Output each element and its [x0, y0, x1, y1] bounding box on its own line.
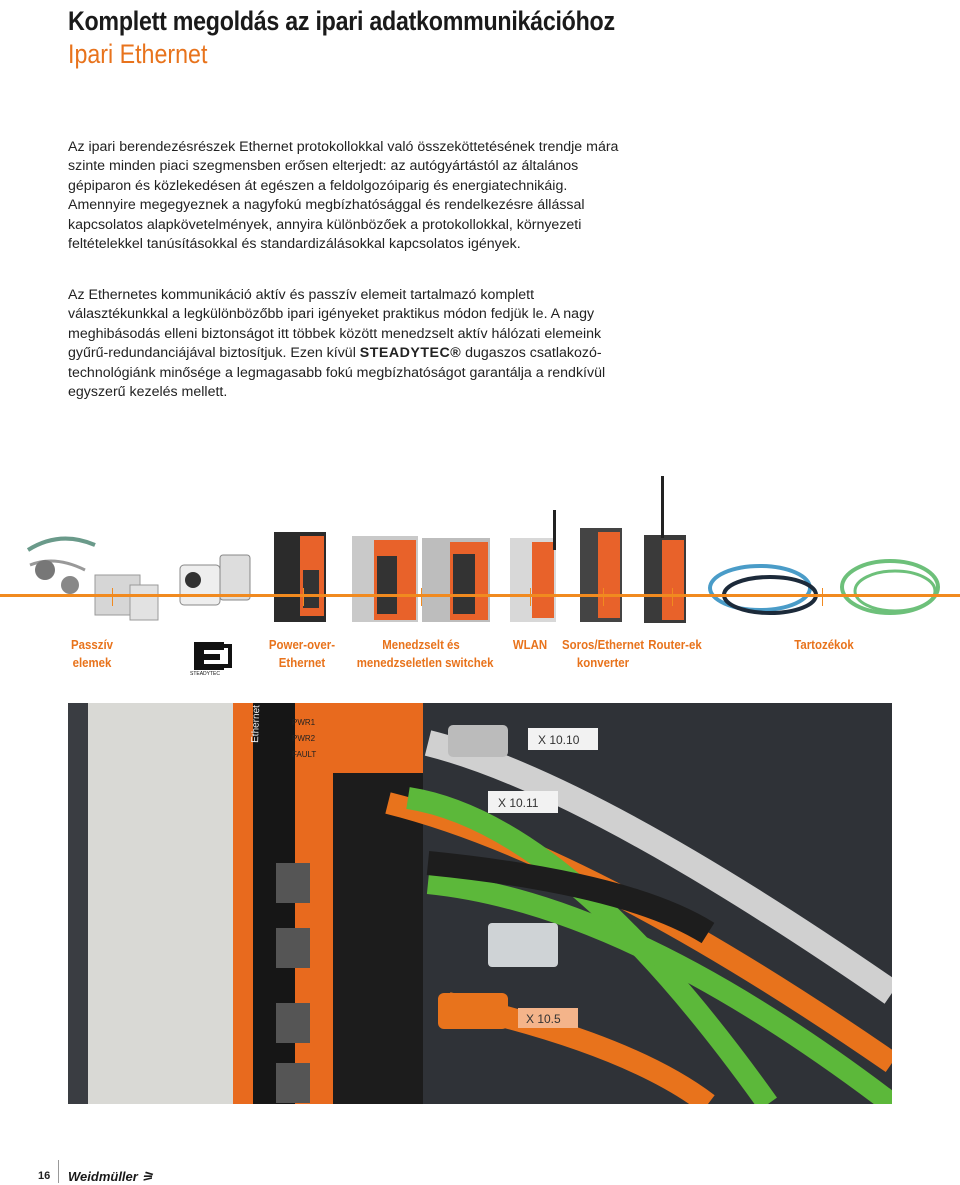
- category-label: Tartozékok: [794, 637, 854, 652]
- category-poe: Power-over- Ethernet: [267, 636, 337, 672]
- photo-label-3: X 10.5: [526, 1012, 561, 1026]
- second-paragraph: Az Ethernetes kommunikáció aktív és pass…: [68, 286, 628, 402]
- steadytec-brand: STEADYTEC®: [359, 345, 462, 362]
- paragraph-text-b: dugaszos csatlakozó-technológiánk minősé…: [68, 345, 606, 401]
- router-image: [644, 476, 686, 623]
- photo-pwr1: PWR1: [292, 718, 316, 727]
- category-label: Passzív: [71, 637, 113, 652]
- serial-converter-image: [580, 528, 622, 622]
- category-wlan: WLAN: [509, 636, 551, 654]
- category-serial: Soros/Ethernet konverter: [562, 636, 645, 672]
- category-accessories: Tartozékok: [789, 636, 859, 654]
- divider-tick: [530, 588, 531, 606]
- photo-fault: FAULT: [292, 750, 316, 759]
- category-label: Soros/Ethernet: [561, 637, 645, 652]
- category-label: Ethernet: [278, 655, 326, 670]
- category-passive: Passzív elemek: [66, 636, 119, 672]
- category-label: Router-ek: [648, 637, 702, 652]
- category-label: elemek: [72, 655, 112, 670]
- photo-device-text: Ethernet Sw: [250, 703, 263, 743]
- divider-tick: [822, 588, 823, 606]
- divider-tick: [112, 588, 113, 606]
- wlan-device-image: [510, 510, 556, 622]
- photo-label-2: X 10.11: [498, 796, 539, 810]
- category-router: Router-ek: [646, 636, 704, 654]
- category-label: Power-over-: [268, 637, 336, 652]
- product-strip: [26, 476, 940, 623]
- category-label: Menedzselt és: [382, 637, 460, 652]
- category-switches: Menedzselt és menedzseletlen switchek: [356, 636, 494, 672]
- category-divider: [0, 594, 960, 597]
- footer-divider: [58, 1160, 59, 1183]
- photo-illustration: Ethernet Sw PWR1 PWR2 FAULT X 10.10 X 10…: [68, 703, 892, 1104]
- photo-pwr2: PWR2: [292, 734, 316, 743]
- category-label: WLAN: [512, 637, 548, 652]
- category-label: konverter: [576, 655, 630, 670]
- page-subtitle: Ipari Ethernet: [68, 39, 208, 69]
- page-title: Komplett megoldás az ipari adatkommuniká…: [68, 6, 615, 36]
- photo-label-1: X 10.10: [538, 733, 580, 747]
- poe-switch-image: [274, 532, 326, 622]
- divider-tick: [603, 588, 604, 606]
- svg-text:STEADYTEC: STEADYTEC: [190, 671, 220, 676]
- intro-paragraph: Az ipari berendezésrészek Ethernet proto…: [68, 139, 619, 253]
- category-label: menedzseletlen switchek: [356, 655, 494, 670]
- weidmuller-logo: Weidmüller ⚞: [68, 1169, 153, 1185]
- page-number: 16: [38, 1170, 51, 1182]
- switch-cables-photo: Ethernet Sw PWR1 PWR2 FAULT X 10.10 X 10…: [68, 703, 892, 1104]
- paragraph-text-a: Az Ethernetes kommunikáció aktív és pass…: [68, 287, 602, 362]
- divider-tick: [672, 588, 673, 606]
- managed-switch-image: [352, 536, 490, 622]
- brand-name: Weidmüller: [68, 1169, 138, 1184]
- steadytec-logo: STEADYTEC: [190, 642, 232, 676]
- accessories-image: [708, 559, 940, 615]
- divider-tick: [303, 588, 304, 606]
- brand-icon: ⚞: [141, 1169, 154, 1184]
- divider-tick: [421, 588, 422, 606]
- passive-elements-image: [26, 536, 251, 621]
